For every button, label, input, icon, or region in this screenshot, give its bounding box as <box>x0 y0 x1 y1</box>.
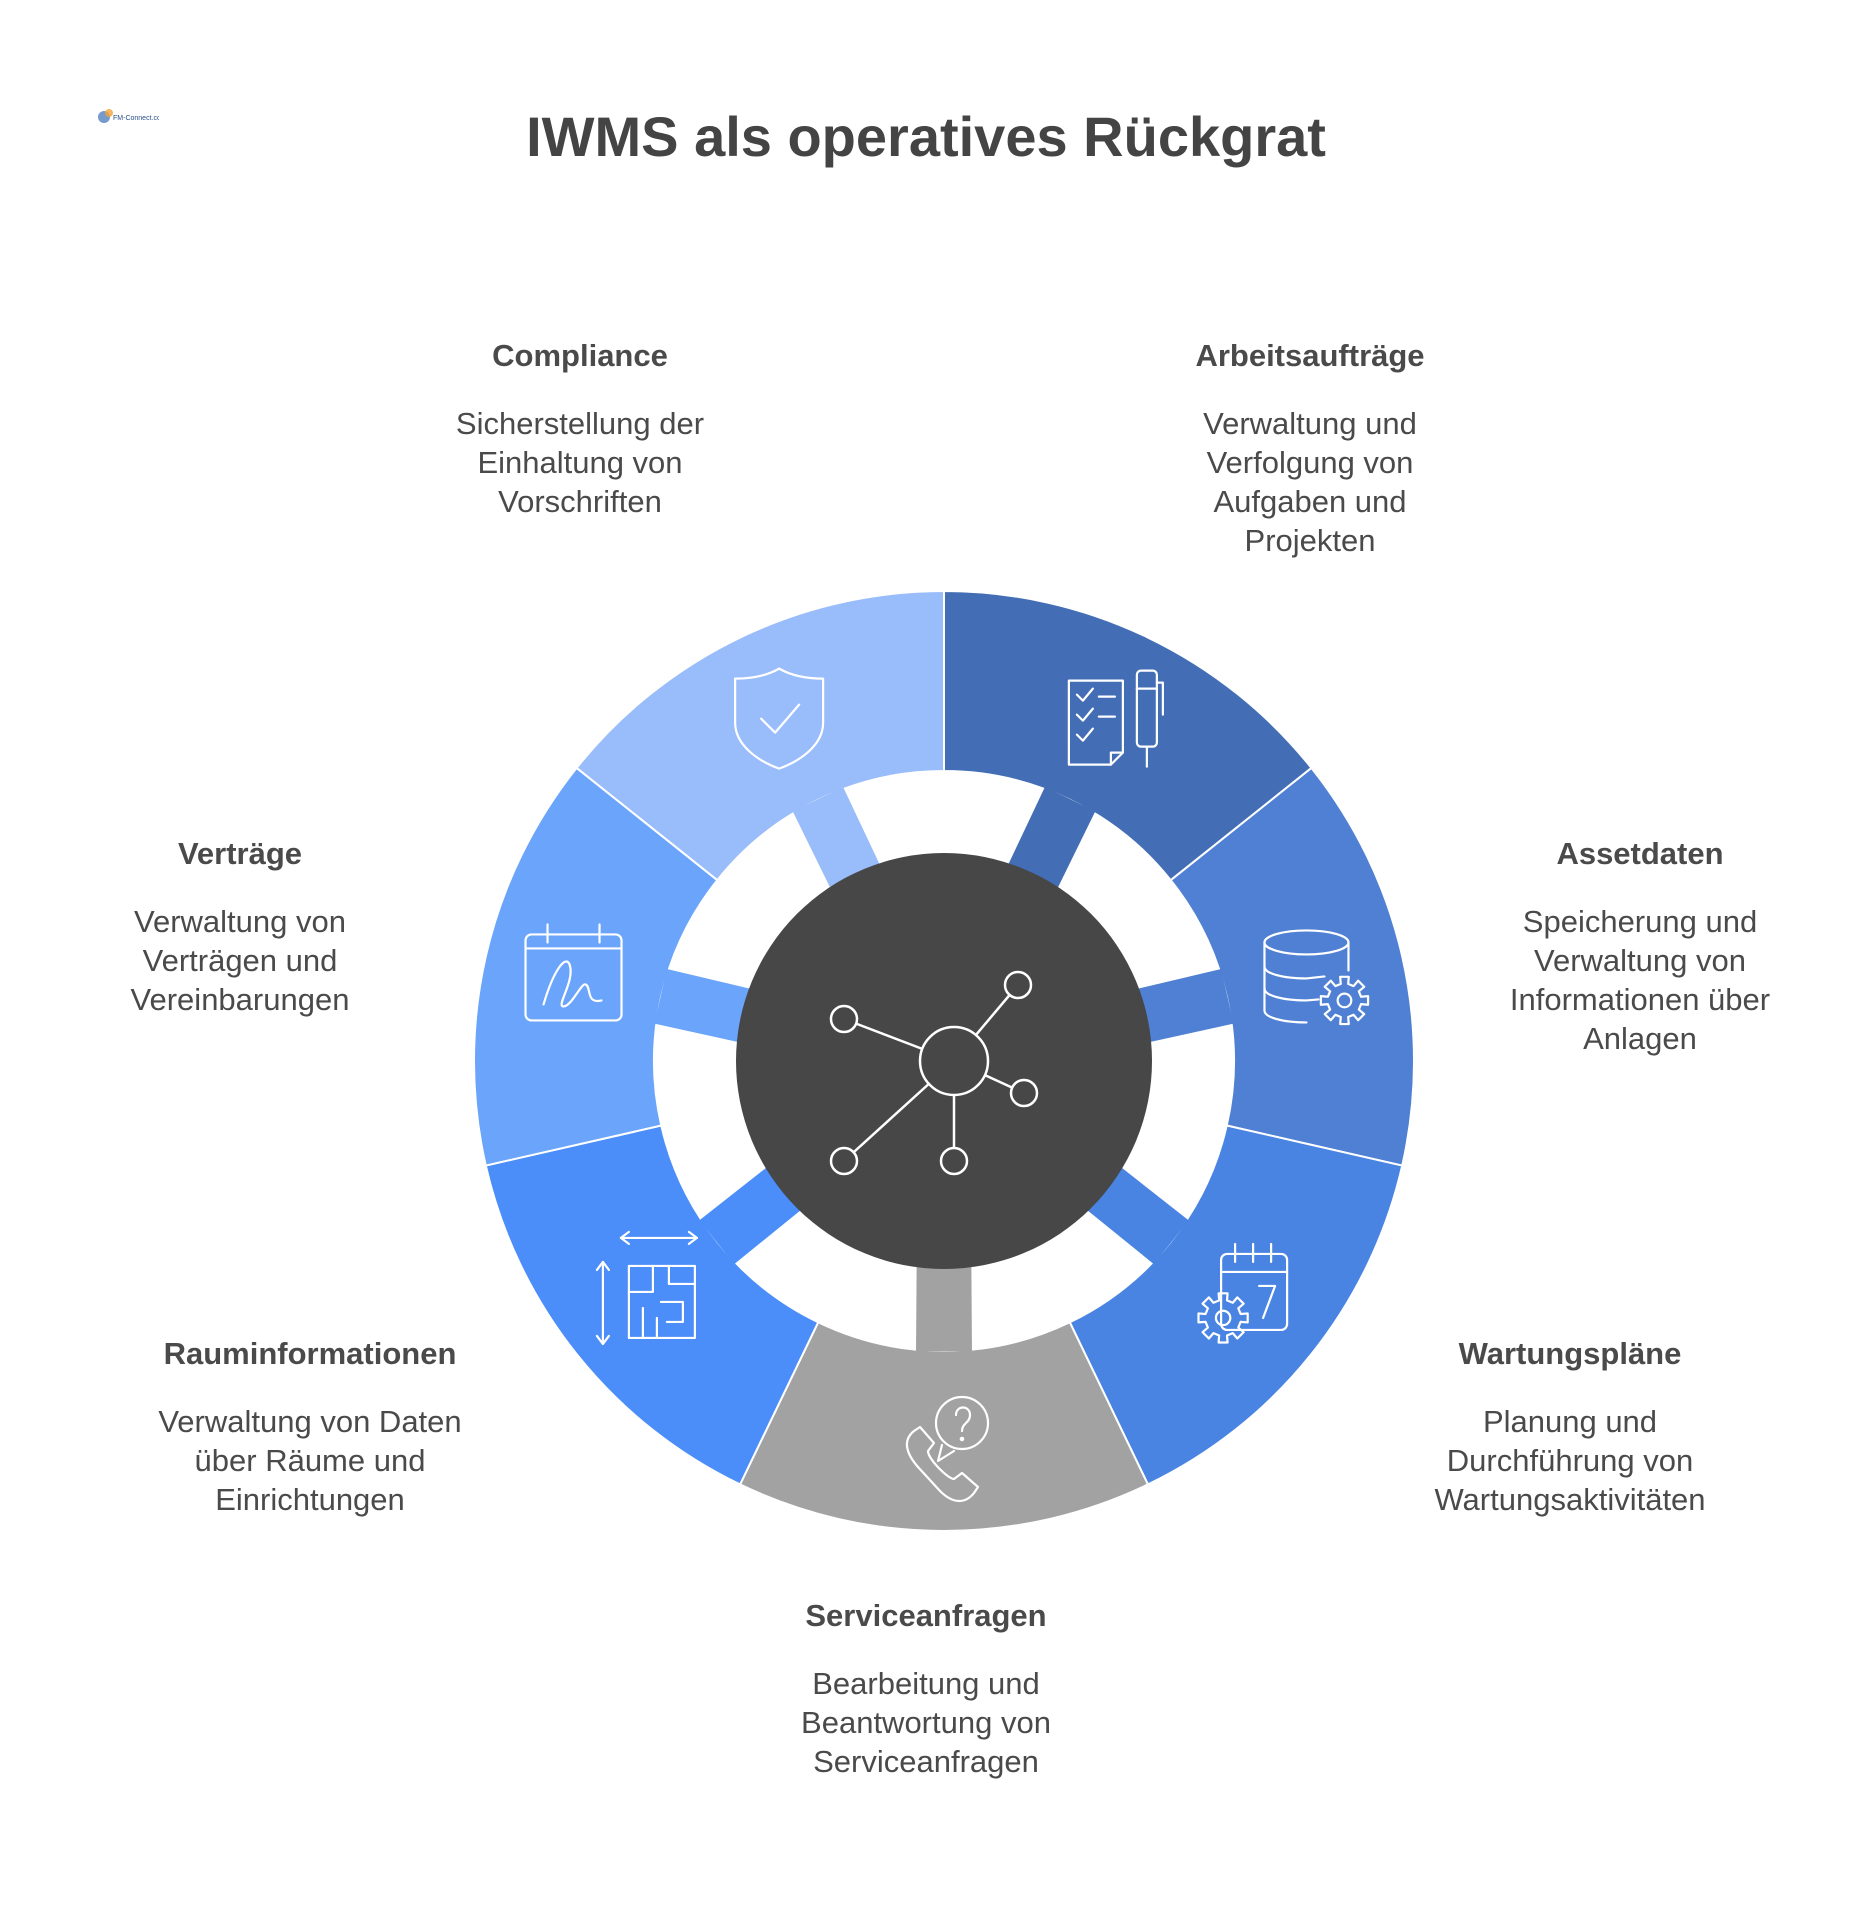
serviceanfragen-description: Bearbeitung und Beantwortung von Service… <box>801 1666 1051 1779</box>
assetdaten-segment <box>1169 766 1416 1167</box>
floor-plan-icon <box>595 1230 699 1346</box>
arbeitsauftraege-label: Arbeitsaufträge <box>1195 338 1425 373</box>
serviceanfragen-segment <box>738 1320 1150 1533</box>
rauminformationen-spoke <box>699 1165 803 1265</box>
phone-question-icon <box>905 1395 990 1503</box>
assetdaten-label: Assetdaten <box>1556 836 1724 871</box>
compliance-description: Sicherstellung der Einhaltung von Vorsch… <box>455 406 705 519</box>
page-title: IWMS als operatives Rückgrat <box>526 105 1326 168</box>
compliance-block: Compliance Sicherstellung der Einhaltung… <box>380 338 780 521</box>
network-hub-icon <box>829 970 1039 1176</box>
arbeitsauftraege-spoke <box>1007 786 1096 891</box>
vertraege-segment <box>473 766 719 1167</box>
svg-text:FM-Connect.com: FM-Connect.com <box>113 115 159 122</box>
center-hub <box>736 853 1152 1269</box>
wartungsplaene-segment <box>1068 1124 1404 1486</box>
checklist-pen-icon <box>1067 669 1164 768</box>
wartungsplaene-description: Planung und Durchführung von Wartungsakt… <box>1434 1404 1706 1517</box>
wartungsplaene-block: Wartungspläne Planung und Durchführung v… <box>1370 1336 1770 1519</box>
compliance-segment <box>575 589 945 882</box>
contract-signature-icon <box>524 923 623 1022</box>
database-gear-icon <box>1263 929 1370 1026</box>
arbeitsauftraege-block: Arbeitsaufträge Verwaltung und Verfolgun… <box>1100 338 1520 560</box>
vertraege-description: Verwaltung von Verträgen und Vereinbarun… <box>130 904 350 1017</box>
rauminformationen-segment <box>484 1124 820 1486</box>
compliance-spoke <box>792 786 881 891</box>
assetdaten-description: Speicherung und Verwaltung von Informati… <box>1509 904 1771 1056</box>
assetdaten-spoke <box>1135 969 1234 1043</box>
serviceanfragen-spoke <box>916 1263 972 1352</box>
assetdaten-block: Assetdaten Speicherung und Verwaltung vo… <box>1440 836 1840 1058</box>
compliance-label: Compliance <box>492 338 668 373</box>
vertraege-label: Verträge <box>177 836 303 871</box>
serviceanfragen-label: Serviceanfragen <box>805 1598 1047 1633</box>
logo: FM-Connect.com <box>98 109 159 123</box>
vertraege-block: Verträge Verwaltung von Verträgen und Ve… <box>40 836 440 1019</box>
arbeitsauftraege-description: Verwaltung und Verfolgung von Aufgaben u… <box>1203 406 1417 558</box>
arbeitsauftraege-segment <box>943 589 1313 882</box>
rauminformationen-description: Verwaltung von Daten über Räume und Einr… <box>158 1404 462 1517</box>
vertraege-spoke <box>654 969 753 1043</box>
wartungsplaene-spoke <box>1085 1165 1189 1265</box>
serviceanfragen-block: Serviceanfragen Bearbeitung und Beantwor… <box>726 1598 1126 1781</box>
rauminformationen-block: Rauminformationen Verwaltung von Daten ü… <box>100 1336 520 1519</box>
shield-check-icon <box>734 667 825 770</box>
calendar-gear-icon <box>1197 1242 1289 1344</box>
rauminformationen-label: Rauminformationen <box>163 1336 457 1371</box>
wartungsplaene-label: Wartungspläne <box>1458 1336 1682 1371</box>
